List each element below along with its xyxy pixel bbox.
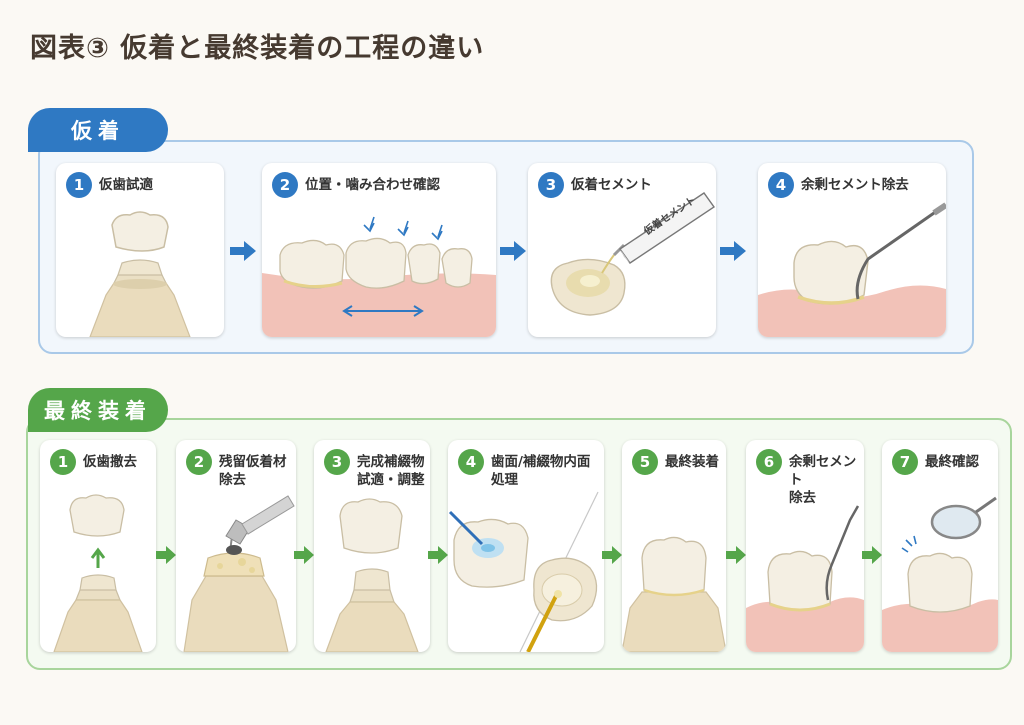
final-step-2-label: 2 残留仮着材 除去 <box>186 449 287 489</box>
final-step-5-card: 5 最終装着 <box>622 440 726 652</box>
right-arrow-icon <box>602 546 622 564</box>
cement-application-illustration <box>550 192 715 316</box>
final-step-1-card: 1 仮歯撤去 <box>40 440 156 652</box>
provisional-step-3-label: 3 仮着セメント <box>538 172 652 198</box>
right-arrow-icon <box>294 546 314 564</box>
right-arrow-icon <box>862 546 882 564</box>
right-arrow-icon <box>720 241 746 261</box>
step-text: 最終装着 <box>665 454 719 470</box>
step-number-badge: 2 <box>272 172 298 198</box>
final-step-4-label: 4 歯面/補綴物内面 処理 <box>458 449 591 489</box>
step-text: 位置・噛み合わせ確認 <box>305 177 440 193</box>
step-text: 仮歯撤去 <box>83 454 137 470</box>
final-step-7-label: 7 最終確認 <box>892 449 979 475</box>
right-arrow-icon <box>428 546 448 564</box>
final-step-7-card: 7 最終確認 <box>882 440 998 652</box>
final-cementation-illustration <box>622 536 726 652</box>
step-number-badge: 4 <box>458 449 484 475</box>
step-text: 仮着セメント <box>571 177 652 193</box>
step-number-badge: 7 <box>892 449 918 475</box>
provisional-trial-crown-illustration <box>89 211 191 337</box>
provisional-step-4-label: 4 余剰セメント除去 <box>768 172 909 198</box>
step-text: 歯面/補綴物内面 処理 <box>491 454 591 489</box>
final-step-3-label: 3 完成補綴物 試適・調整 <box>324 449 425 489</box>
step-text: 仮歯試適 <box>99 177 153 193</box>
step-text: 余剰セメント 除去 <box>789 454 857 507</box>
step-number-badge: 3 <box>324 449 350 475</box>
provisional-step-3-card: 仮着セメント 3 仮着セメント <box>528 163 716 337</box>
excess-cement-final-illustration <box>746 505 864 652</box>
step-number-badge: 5 <box>632 449 658 475</box>
final-crown-trial-illustration <box>325 498 419 652</box>
provisional-step-4-card: 4 余剰セメント除去 <box>758 163 946 337</box>
final-step-5-label: 5 最終装着 <box>632 449 719 475</box>
step-number-badge: 3 <box>538 172 564 198</box>
surface-treatment-illustration <box>448 491 599 652</box>
right-arrow-icon <box>230 241 256 261</box>
dental-mirror-icon <box>930 496 997 540</box>
final-step-6-card: 6 余剰セメント 除去 <box>746 440 864 652</box>
provisional-step-1-card: 1 仮歯試適 <box>56 163 224 337</box>
step-number-badge: 4 <box>768 172 794 198</box>
step-number-badge: 1 <box>66 172 92 198</box>
final-check-illustration <box>882 496 998 652</box>
final-step-1-label: 1 仮歯撤去 <box>50 449 137 475</box>
page-title: 図表③ 仮着と最終装着の工程の違い <box>30 33 485 64</box>
provisional-step-1-label: 1 仮歯試適 <box>66 172 153 198</box>
final-step-4-card: 4 歯面/補綴物内面 処理 <box>448 440 604 652</box>
excess-cement-removal-illustration <box>758 202 946 337</box>
provisional-section-tab: 仮着 <box>28 108 168 152</box>
right-arrow-icon <box>500 241 526 261</box>
provisional-step-2-card: 2 位置・噛み合わせ確認 <box>262 163 496 337</box>
step-number-badge: 6 <box>756 449 782 475</box>
residual-cement-removal-illustration <box>183 495 295 652</box>
step-number-badge: 1 <box>50 449 76 475</box>
step-text: 完成補綴物 試適・調整 <box>357 454 425 489</box>
final-section-tab: 最終装着 <box>28 388 168 432</box>
right-arrow-icon <box>726 546 746 564</box>
bite-check-illustration <box>262 216 496 337</box>
remove-provisional-illustration <box>53 494 143 652</box>
cement-tube-icon <box>612 192 715 264</box>
step-text: 余剰セメント除去 <box>801 177 909 193</box>
right-arrow-icon <box>156 546 176 564</box>
step-text: 残留仮着材 除去 <box>219 454 287 489</box>
final-step-3-card: 3 完成補綴物 試適・調整 <box>314 440 430 652</box>
final-step-6-label: 6 余剰セメント 除去 <box>756 449 864 508</box>
final-step-2-card: 2 残留仮着材 除去 <box>176 440 296 652</box>
step-text: 最終確認 <box>925 454 979 470</box>
step-number-badge: 2 <box>186 449 212 475</box>
provisional-step-2-label: 2 位置・噛み合わせ確認 <box>272 172 440 198</box>
